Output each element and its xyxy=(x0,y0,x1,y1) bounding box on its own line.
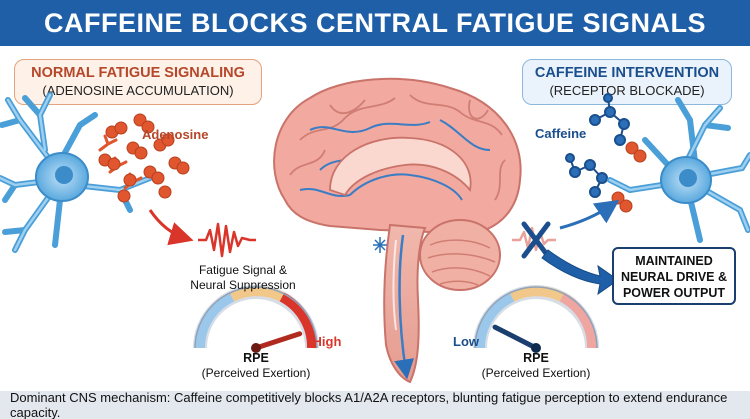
caffeine-molecule-icon xyxy=(565,93,647,213)
page-title: CAFFEINE BLOCKS CENTRAL FATIGUE SIGNALS xyxy=(43,7,706,38)
right-gauge-label: RPE xyxy=(523,351,549,365)
normal-panel-title: NORMAL FATIGUE SIGNALING xyxy=(31,65,245,81)
blocked-signal-icon xyxy=(512,221,556,259)
left-gauge-needle xyxy=(251,331,303,353)
maintained-line-2: NEURAL DRIVE & xyxy=(620,270,728,284)
maintained-arrow xyxy=(541,249,619,296)
caffeine-intervention-panel: CAFFEINE INTERVENTION (RECEPTOR BLOCKADE… xyxy=(522,59,732,105)
caffeine-panel-title: CAFFEINE INTERVENTION xyxy=(534,65,720,81)
maintained-line-3: POWER OUTPUT xyxy=(622,286,726,300)
normal-panel-subtitle: (ADENOSINE ACCUMULATION) xyxy=(42,83,234,98)
right-gauge-sublabel: (Perceived Exertion) xyxy=(482,366,591,380)
right-neuron-icon xyxy=(607,97,750,243)
maintained-line-1: MAINTAINED xyxy=(635,254,713,268)
caffeine-panel-subtitle: (RECEPTOR BLOCKADE) xyxy=(549,83,705,98)
title-bar: CAFFEINE BLOCKS CENTRAL FATIGUE SIGNALS xyxy=(0,0,750,46)
fatigue-signal-label-2: Neural Suppression xyxy=(190,278,295,292)
caffeine-label: Caffeine xyxy=(535,126,586,141)
footer-text: Dominant CNS mechanism: Caffeine competi… xyxy=(10,390,728,419)
brain-icon xyxy=(273,77,522,384)
adenosine-label: Adenosine xyxy=(142,127,208,142)
left-gauge-end-label: High xyxy=(313,334,342,349)
maintained-output-box: MAINTAINED NEURAL DRIVE & POWER OUTPUT xyxy=(612,247,736,305)
fatigue-signal-wave xyxy=(198,222,256,258)
rpe-gauge-icon xyxy=(473,285,599,349)
rpe-gauge-icon xyxy=(193,285,319,349)
normal-fatigue-panel: NORMAL FATIGUE SIGNALING (ADENOSINE ACCU… xyxy=(14,59,262,105)
fatigue-arrow xyxy=(148,209,194,246)
right-gauge-needle xyxy=(492,324,541,353)
left-neuron-icon xyxy=(0,92,153,253)
right-gauge-end-label: Low xyxy=(453,334,480,349)
left-gauge-label: RPE xyxy=(243,351,269,365)
fatigue-signal-label-1: Fatigue Signal & xyxy=(199,263,287,277)
footer-bar: Dominant CNS mechanism: Caffeine competi… xyxy=(0,390,750,419)
adenosine-molecule-icon xyxy=(98,113,190,203)
caffeine-arrow xyxy=(559,199,620,230)
left-gauge-sublabel: (Perceived Exertion) xyxy=(202,366,311,380)
